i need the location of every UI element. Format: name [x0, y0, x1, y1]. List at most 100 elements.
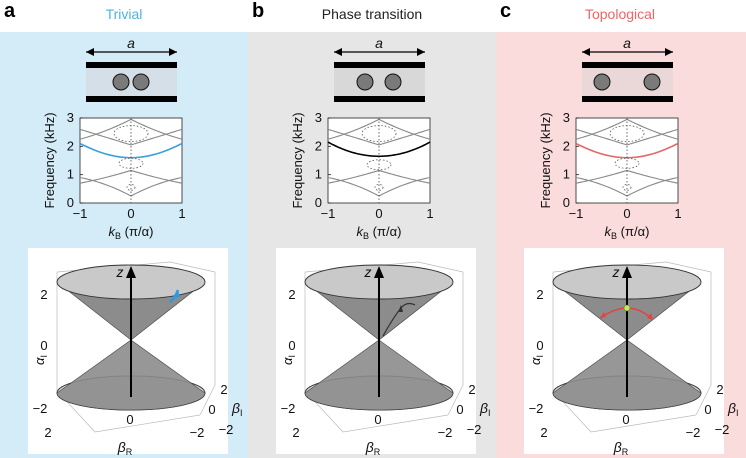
panel-letter: c — [500, 0, 512, 22]
beta-i-tick-label: 2 — [468, 382, 475, 397]
trajectory-arrowhead — [600, 312, 606, 318]
imaginary-band-loop — [614, 157, 640, 169]
beta-r-tick-label: −2 — [686, 425, 701, 440]
x-axis-label: kB (π/α) — [357, 224, 402, 241]
panel-letter: b — [252, 0, 265, 22]
z-axis-arrowhead — [126, 266, 136, 278]
z-tick-label: −2 — [529, 401, 544, 416]
period-label: a — [623, 35, 631, 51]
panel-title: Topological — [584, 6, 656, 22]
beta-i-tick-label: 0 — [208, 402, 215, 417]
imaginary-band-loop — [126, 184, 136, 191]
x-axis-label: kB (π/α) — [605, 224, 650, 241]
imaginary-band-loop — [118, 157, 144, 169]
arrow-head-left — [582, 48, 590, 56]
scatterer-circle — [593, 73, 611, 91]
z-tick-label: 2 — [536, 287, 543, 302]
imaginary-band-loop — [361, 125, 397, 142]
scatterer-circle — [384, 73, 402, 91]
imaginary-band-loop — [113, 125, 149, 142]
x-tick-label: −1 — [73, 206, 88, 221]
beta-i-axis-label: βI — [727, 400, 739, 418]
arrow-head-right — [417, 48, 425, 56]
y-tick-label: 1 — [563, 167, 570, 182]
y-axis-label: Frequency (kHz) — [538, 112, 553, 208]
scatterer-circle — [132, 73, 150, 91]
top-wall — [582, 62, 673, 68]
beta-i-axis-label: βI — [479, 400, 491, 418]
top-wall — [334, 62, 425, 68]
beta-r-tick-label: −2 — [190, 425, 205, 440]
highlighted-band — [327, 141, 431, 158]
z-axis-arrowhead — [622, 266, 632, 278]
beta-i-tick-label: 0 — [456, 402, 463, 417]
unit-cell — [334, 68, 425, 96]
beta-i-tick-label: 0 — [704, 402, 711, 417]
y-tick-label: 0 — [315, 195, 322, 210]
z-tick-label: −2 — [33, 401, 48, 416]
x-tick-label: −1 — [321, 206, 336, 221]
beta-i-tick-label: 2 — [220, 382, 227, 397]
bottom-wall — [582, 96, 673, 102]
beta-r-axis-label: βR — [117, 439, 133, 457]
x-tick-label: 0 — [375, 206, 382, 221]
scatterer-circle — [112, 73, 130, 91]
imaginary-band-loop — [366, 159, 392, 171]
beta-r-tick-label: −2 — [438, 425, 453, 440]
y-axis-label: Frequency (kHz) — [42, 112, 57, 208]
x-tick-label: −1 — [569, 206, 584, 221]
y-tick-label: 0 — [563, 195, 570, 210]
scatterer-circle — [356, 73, 374, 91]
trajectory-arrowhead — [398, 305, 403, 312]
alpha-axis-label: αI — [32, 355, 49, 365]
beta-r-tick-label: 2 — [292, 425, 299, 440]
band-2 — [327, 169, 431, 184]
z-tick-label: 0 — [536, 338, 543, 353]
panel-title: Trivial — [105, 6, 143, 22]
band-5 — [575, 128, 679, 146]
z-axis-label: z — [364, 264, 372, 280]
arrow-head-left — [86, 48, 94, 56]
z-axis-label: z — [116, 264, 124, 280]
z-tick-label: 0 — [40, 338, 47, 353]
z-tick-label: −2 — [281, 401, 296, 416]
y-tick-label: 3 — [67, 110, 74, 125]
x-tick-label: 0 — [127, 206, 134, 221]
beta-r-tick-label: 0 — [374, 412, 381, 427]
x-tick-label: 1 — [426, 206, 433, 221]
imaginary-band-loop — [374, 184, 384, 191]
band-2 — [575, 169, 679, 184]
arrow-head-right — [169, 48, 177, 56]
y-tick-label: 2 — [315, 138, 322, 153]
x-tick-label: 1 — [674, 206, 681, 221]
z-tick-label: 0 — [288, 338, 295, 353]
beta-r-axis-label: βR — [365, 439, 381, 457]
unit-cell — [86, 68, 177, 96]
period-label: a — [127, 35, 135, 51]
beta-r-axis-label: βR — [613, 439, 629, 457]
z-axis-label: z — [612, 264, 620, 280]
panel-title: Phase transition — [321, 6, 423, 22]
y-tick-label: 1 — [315, 167, 322, 182]
band-5 — [327, 128, 431, 146]
z-tick-label: 2 — [40, 287, 47, 302]
alpha-axis-label: αI — [528, 355, 545, 365]
x-tick-label: 0 — [623, 206, 630, 221]
arrow-head-right — [665, 48, 673, 56]
y-tick-label: 2 — [563, 138, 570, 153]
beta-r-tick-label: 0 — [622, 412, 629, 427]
trajectory-arrowhead — [647, 313, 653, 320]
beta-i-tick-label: −2 — [467, 422, 482, 437]
exceptional-point-marker — [623, 304, 631, 312]
panel-letter: a — [4, 0, 16, 22]
scatterer-circle — [643, 73, 661, 91]
band-2 — [79, 169, 183, 184]
y-tick-label: 0 — [67, 195, 74, 210]
alpha-axis-label: αI — [280, 355, 297, 365]
beta-r-tick-label: 2 — [540, 425, 547, 440]
z-axis-arrowhead — [374, 266, 384, 278]
top-wall — [86, 62, 177, 68]
trajectory-arrowhead — [175, 290, 180, 298]
